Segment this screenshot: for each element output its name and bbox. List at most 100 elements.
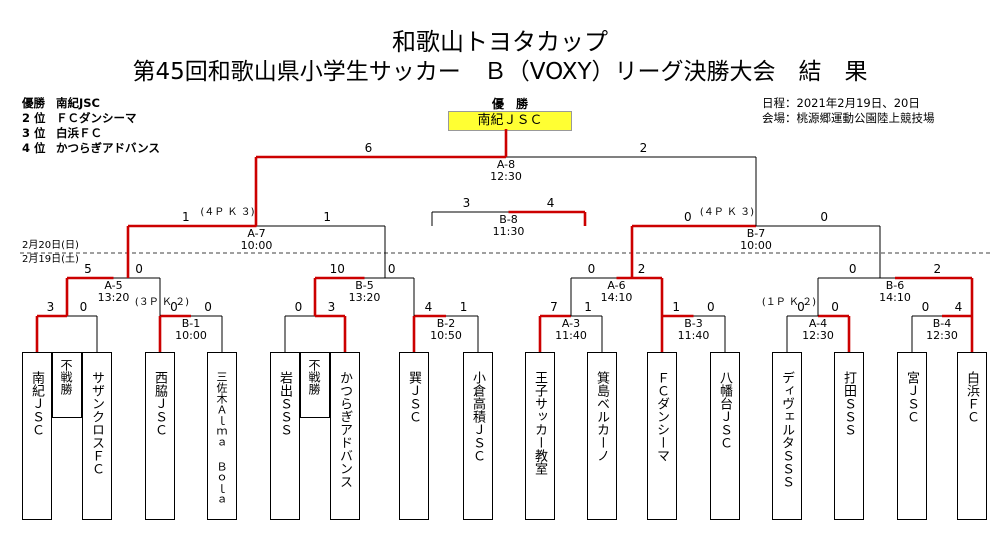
standing-position: 4 位: [22, 141, 46, 155]
standing-position: 優勝: [22, 96, 45, 110]
team-box: 小倉高積ＪＳＣ: [463, 352, 493, 520]
score-A-5-right: 0: [135, 262, 143, 276]
match-label-B-5: B-5: [355, 279, 374, 292]
team-box: ディヴェルタＳＳＳ: [772, 352, 802, 520]
match-label-B-6: B-6: [886, 279, 905, 292]
bye-box: 不戦勝: [52, 352, 82, 418]
standing-row: 2 位 ＦＣダンシーマ: [22, 111, 160, 126]
score-A-1-left: 3: [47, 300, 55, 314]
score-A-6-right: 2: [638, 262, 646, 276]
score-A-6-left: 0: [588, 262, 596, 276]
team-box: かつらぎアドバンス: [330, 352, 360, 520]
match-time-B-3: 11:40: [678, 329, 710, 342]
team-box: 三佐木Ａｌｍａ Ｂｏｌａ: [207, 352, 237, 520]
champion-label: 優 勝: [491, 97, 528, 111]
pk-note-A-4: (１Ｐ Ｋ ２): [762, 297, 816, 308]
score-A-7-left: 1: [182, 210, 190, 224]
tournament-subtitle: 第45回和歌山県小学生サッカー Ｂ（VOXY）リーグ決勝大会 結 果: [132, 59, 868, 85]
match-time-A-4: 12:30: [802, 329, 834, 342]
match-label-A-5: A-5: [104, 279, 122, 292]
score-A-7-right: 1: [323, 210, 331, 224]
match-label-A-8: A-8: [497, 158, 515, 171]
team-box: 白浜ＦＣ: [957, 352, 987, 520]
match-time-A-7: 10:00: [241, 239, 273, 252]
team-box: 王子サッカー教室: [525, 352, 555, 520]
score-B-6-right: 2: [934, 262, 942, 276]
final-standings: 優勝南紀JSC 2 位 ＦＣダンシーマ 3 位白浜ＦＣ 4 位かつらぎアドバンス: [22, 96, 160, 156]
standing-team: ＦＣダンシーマ: [56, 111, 137, 125]
score-B-2-right: 1: [460, 300, 468, 314]
match-label-B-2: B-2: [437, 317, 456, 330]
team-box: サザンクロスＦＣ: [82, 352, 112, 520]
match-time-B-1: 10:00: [175, 329, 207, 342]
match-time-B-4: 12:30: [926, 329, 958, 342]
score-A-8-left: 6: [365, 141, 373, 155]
pk-note-B-1: (３Ｐ Ｋ ２): [135, 297, 189, 308]
standing-row: 3 位白浜ＦＣ: [22, 126, 160, 141]
team-box: 南紀ＪＳＣ: [22, 352, 52, 520]
match-time-B-5: 13:20: [349, 291, 381, 304]
standing-position: 2 位: [22, 111, 46, 125]
team-box: 岩出ＳＳＳ: [270, 352, 300, 520]
team-box: 打田ＳＳＳ: [834, 352, 864, 520]
match-label-B-7: B-7: [747, 227, 766, 240]
team-box: 宮ＪＳＣ: [897, 352, 927, 520]
match-label-B-3: B-3: [684, 317, 703, 330]
team-box: ＦＣダンシーマ: [647, 352, 677, 520]
match-time-A-5: 13:20: [98, 291, 130, 304]
pk-note-B-7: (４Ｐ Ｋ ３): [700, 207, 754, 218]
match-time-B-8: 11:30: [493, 225, 525, 238]
match-label-B-8: B-8: [499, 213, 518, 226]
event-info: 日程：2021年2月19日、20日 会場：桃源郷運動公園陸上競技場: [762, 96, 935, 126]
score-A-3-right: 1: [584, 300, 592, 314]
score-A-2-right: 3: [328, 300, 336, 314]
score-A-8-right: 2: [640, 141, 648, 155]
score-B-5-left: 10: [330, 262, 345, 276]
score-B-5-right: 0: [388, 262, 396, 276]
score-A-5-left: 5: [84, 262, 92, 276]
bye-box: 不戦勝: [300, 352, 330, 418]
score-B-1-left: 0: [170, 300, 178, 314]
score-A-4-left: 0: [797, 300, 805, 314]
score-B-8-right: 4: [547, 196, 555, 210]
team-box: 西脇ＪＳＣ: [145, 352, 175, 520]
event-venue: 会場：桃源郷運動公園陸上競技場: [762, 111, 935, 125]
match-time-A-8: 12:30: [490, 170, 522, 183]
match-label-A-4: A-4: [809, 317, 827, 330]
standing-team: 南紀JSC: [56, 96, 101, 110]
score-A-4-right: 0: [831, 300, 839, 314]
score-B-2-left: 4: [425, 300, 433, 314]
score-B-3-left: 1: [672, 300, 680, 314]
score-A-3-left: 7: [550, 300, 558, 314]
match-time-A-6: 14:10: [601, 291, 633, 304]
standing-team: 白浜ＦＣ: [56, 126, 102, 140]
pk-note-A-7: (４Ｐ Ｋ ３): [200, 207, 254, 218]
standing-row: 4 位かつらぎアドバンス: [22, 141, 160, 156]
champion-box: 南紀ＪＳＣ: [448, 111, 572, 131]
standing-row: 優勝南紀JSC: [22, 96, 160, 111]
score-B-1-right: 0: [204, 300, 212, 314]
score-B-4-right: 4: [955, 300, 963, 314]
day2-label: 2月20日(日): [22, 239, 79, 251]
team-box: 箕島ベルカーノ: [587, 352, 617, 520]
score-B-8-left: 3: [463, 196, 471, 210]
team-box: 八幡台ＪＳＣ: [710, 352, 740, 520]
standing-team: かつらぎアドバンス: [56, 141, 160, 155]
score-A-2-left: 0: [295, 300, 303, 314]
score-B-4-left: 0: [922, 300, 930, 314]
score-B-7-left: 0: [684, 210, 692, 224]
match-label-A-3: A-3: [562, 317, 580, 330]
score-B-6-left: 0: [849, 262, 857, 276]
score-B-3-right: 0: [707, 300, 715, 314]
match-time-B-2: 10:50: [430, 329, 462, 342]
day1-label: 2月19日(土): [22, 252, 79, 265]
match-time-B-6: 14:10: [879, 291, 911, 304]
tournament-title: 和歌山トヨタカップ: [392, 28, 608, 56]
match-label-A-6: A-6: [607, 279, 625, 292]
match-label-B-4: B-4: [933, 317, 952, 330]
match-label-B-1: B-1: [182, 317, 201, 330]
match-time-A-3: 11:40: [555, 329, 587, 342]
team-box: 巽ＪＳＣ: [399, 352, 429, 520]
score-B-7-right: 0: [820, 210, 828, 224]
